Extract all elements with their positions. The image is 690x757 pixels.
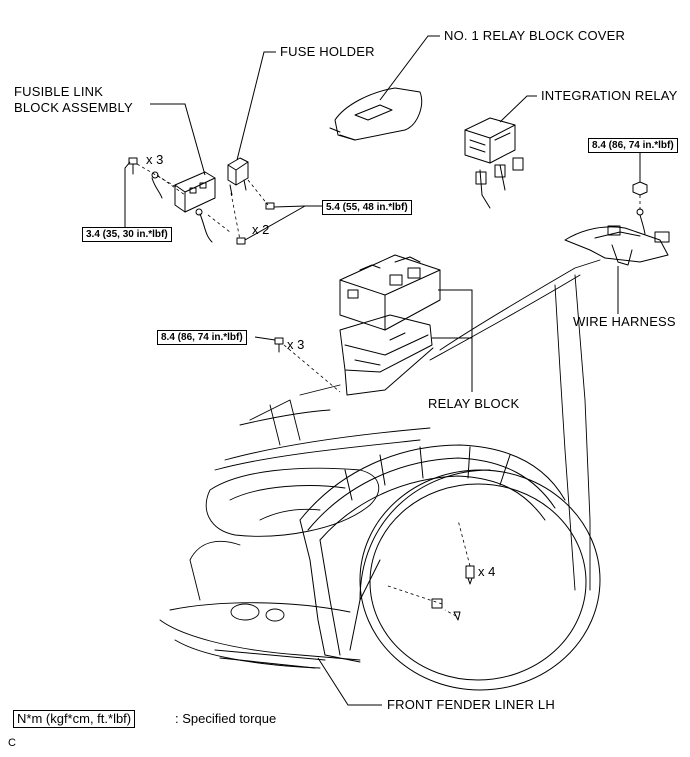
relay-block-cover-label: NO. 1 RELAY BLOCK COVER [444,28,626,43]
integration-relay-label: INTEGRATION RELAY [541,88,678,103]
fusible-link-bolt [128,157,138,175]
qty-fusible-link-bolts: x 3 [146,152,164,167]
qty-relay-block-bolts: x 3 [287,337,305,352]
figure-code: C [8,737,16,749]
leader-lines [124,35,641,706]
relay-block-label: RELAY BLOCK [428,396,520,411]
front-fender-liner [214,444,566,669]
legend-unit-box: N*m (kgf*cm, ft.*lbf) [13,710,136,728]
torque-spec-wire-harness: 8.4 (86, 74 in.*lbf) [588,138,678,153]
relay-block-bolt [274,337,284,353]
fuse-holder [227,157,249,196]
front-wheel [359,469,601,691]
relay-block [339,254,441,396]
front-fender-liner-label: FRONT FENDER LINER LH [387,697,555,712]
wire-harness-nut [632,181,648,196]
qty-fender-clips: x 4 [478,564,496,579]
torque-spec-fusible-link: 3.4 (35, 30 in.*lbf) [82,227,172,242]
fusible-link-block [151,171,216,243]
car-body-outline [159,259,601,669]
wire-harness-label: WIRE HARNESS [573,314,676,329]
integration-relay [464,117,524,209]
assembly-dash-lines [136,163,641,617]
torque-spec-relay-block: 8.4 (86, 74 in.*lbf) [157,330,247,345]
torque-spec-fuse-holder: 5.4 (55, 48 in.*lbf) [322,200,412,215]
fender-clip [431,565,475,621]
relay-block-cover [329,87,423,141]
fusible-link-label-line1: FUSIBLE LINK [14,84,104,99]
fusible-link-label-line2: BLOCK ASSEMBLY [14,100,133,115]
fuse-holder-bolt [236,202,275,245]
qty-fuse-holder-bolts: x 2 [252,222,270,237]
fuse-holder-label: FUSE HOLDER [280,44,375,59]
legend-description: : Specified torque [175,711,277,726]
wire-harness [564,208,670,266]
